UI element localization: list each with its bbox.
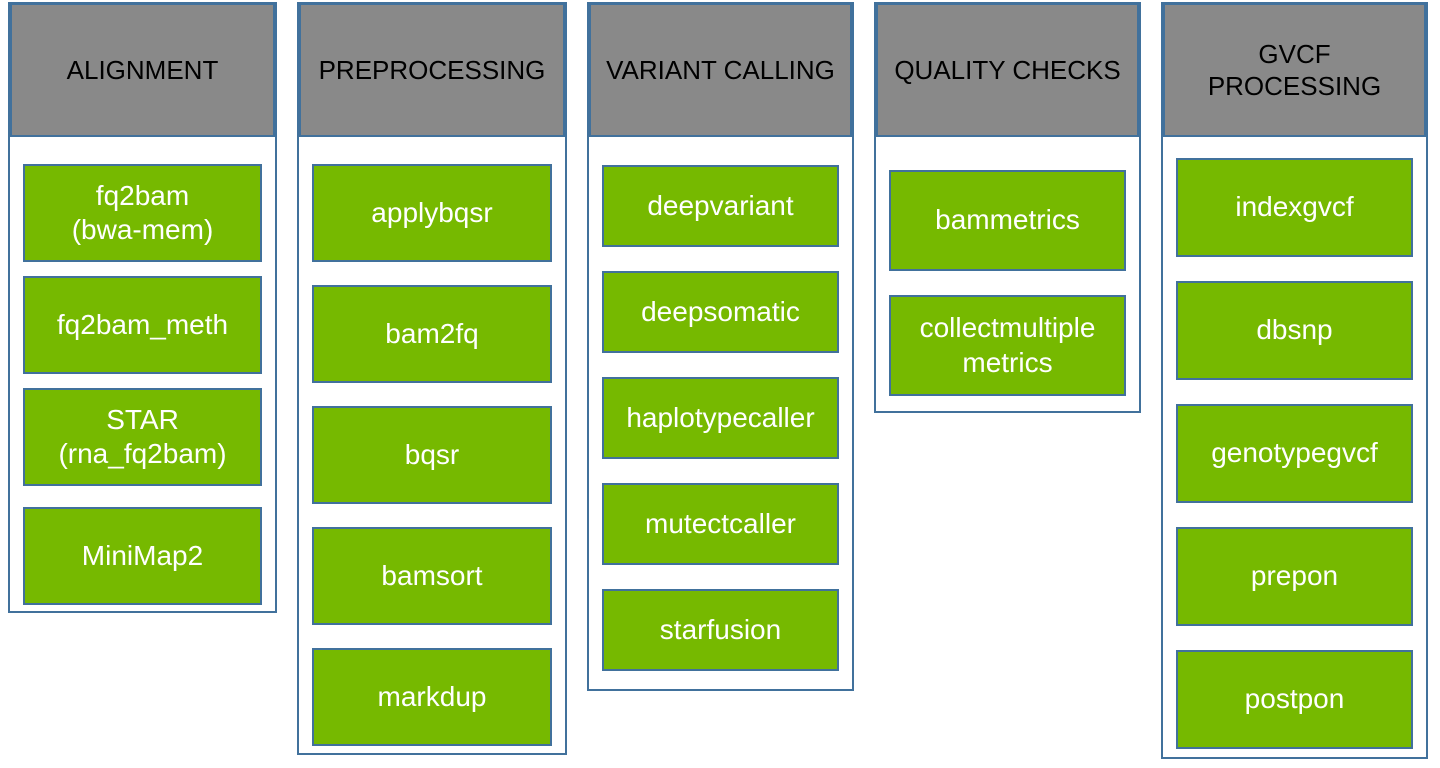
tool-haplotypecaller: haplotypecaller: [602, 377, 839, 459]
tool-collectmultiple-metrics: collectmultiple metrics: [889, 295, 1126, 396]
column-header-gvcf-processing: GVCF PROCESSING: [1163, 3, 1426, 137]
tool-fq2bam-meth: fq2bam_meth: [23, 276, 262, 374]
tool-applybqsr: applybqsr: [312, 164, 552, 262]
tool-prepon: prepon: [1176, 527, 1413, 626]
tool-postpon: postpon: [1176, 650, 1413, 749]
column-gvcf-processing: GVCF PROCESSING indexgvcf dbsnp genotypegvc…: [1161, 2, 1428, 759]
tool-genotypegvcf: genotypegvcf: [1176, 404, 1413, 503]
tool-starfusion: starfusion: [602, 589, 839, 671]
tool-bamsort: bamsort: [312, 527, 552, 625]
tool-minimap2: MiniMap2: [23, 507, 262, 605]
tool-indexgvcf: indexgvcf: [1176, 158, 1413, 257]
column-preprocessing: PREPROCESSING applybqsr bam2fq bqsr bamsort m…: [297, 2, 567, 755]
tool-fq2bam-bwa-mem: fq2bam (bwa-mem): [23, 164, 262, 262]
tool-markdup: markdup: [312, 648, 552, 746]
tool-bqsr: bqsr: [312, 406, 552, 504]
tool-deepvariant: deepvariant: [602, 165, 839, 247]
column-header-alignment: ALIGNMENT: [10, 3, 275, 137]
column-header-quality-checks: QUALITY CHECKS: [876, 3, 1139, 137]
tool-bammetrics: bammetrics: [889, 170, 1126, 271]
column-header-preprocessing: PREPROCESSING: [299, 3, 565, 137]
tool-dbsnp: dbsnp: [1176, 281, 1413, 380]
tool-mutectcaller: mutectcaller: [602, 483, 839, 565]
column-header-variant-calling: VARIANT CALLING: [589, 3, 852, 137]
column-quality-checks: QUALITY CHECKS bammetrics collectmultiple …: [874, 2, 1141, 413]
tool-bam2fq: bam2fq: [312, 285, 552, 383]
tool-star-rna-fq2bam: STAR (rna_fq2bam): [23, 388, 262, 486]
column-variant-calling: VARIANT CALLING deepvariant deepsomatic hap…: [587, 2, 854, 691]
tool-deepsomatic: deepsomatic: [602, 271, 839, 353]
